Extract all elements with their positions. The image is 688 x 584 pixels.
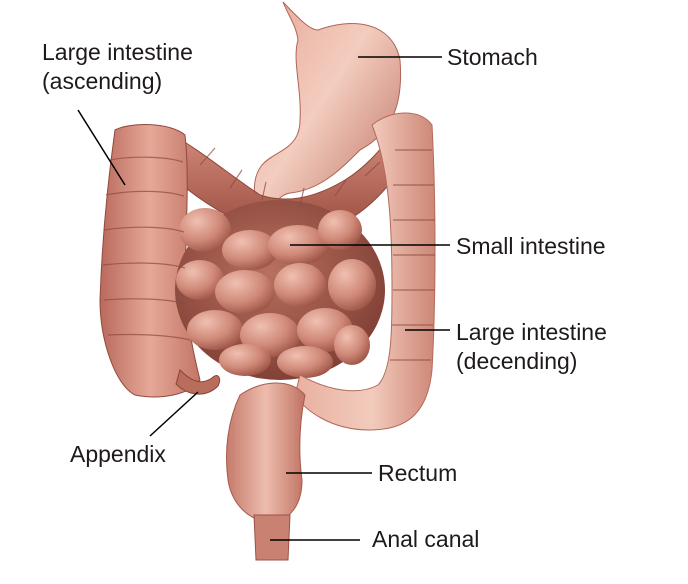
rectum-shape bbox=[226, 382, 306, 523]
leader-lines bbox=[77, 56, 450, 541]
descending-colon-shape bbox=[294, 112, 436, 431]
label-large-intestine-descending: Large intestine (decending) bbox=[456, 318, 607, 376]
anal-canal-shape bbox=[253, 514, 291, 561]
label-line-2: (decending) bbox=[456, 348, 578, 374]
leader-line-ascending bbox=[77, 109, 126, 186]
leader-line-appendix bbox=[149, 391, 199, 437]
label-anal-canal: Anal canal bbox=[372, 526, 480, 552]
label-stomach: Stomach bbox=[447, 44, 538, 70]
label-line-1: Large intestine bbox=[456, 319, 607, 345]
digestive-organs bbox=[99, 1, 436, 561]
label-line-2: (ascending) bbox=[42, 68, 163, 94]
appendix-shape bbox=[175, 369, 221, 395]
label-appendix: Appendix bbox=[70, 441, 166, 467]
label-small-intestine: Small intestine bbox=[456, 233, 606, 259]
label-large-intestine-ascending: Large intestine (ascending) bbox=[42, 38, 193, 96]
label-rectum: Rectum bbox=[378, 460, 458, 486]
colon-segment-lines bbox=[102, 147, 435, 361]
label-line-1: Large intestine bbox=[42, 39, 193, 65]
